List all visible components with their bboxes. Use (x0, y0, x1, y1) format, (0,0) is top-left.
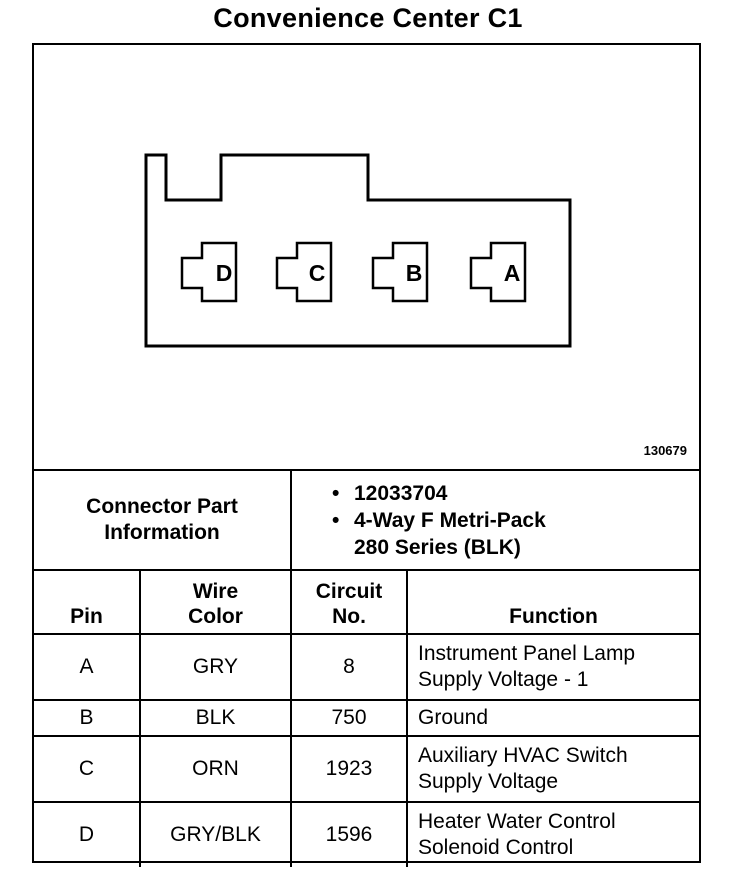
connector-sheet: D C B A 130679 Connector Part Informatio… (32, 43, 701, 867)
connector-info-values: •12033704 •4-Way F Metri-Pack 280 Series… (290, 469, 699, 571)
pin-cavity-c: C (275, 241, 333, 303)
pin-cavity-b: B (371, 241, 429, 303)
circuit-cell: 8 (290, 633, 408, 701)
pin-cell: D (34, 801, 141, 867)
function-cell: Ground (406, 699, 699, 737)
circuit-cell: 1596 (290, 801, 408, 867)
connector-info-label: Connector Part Information (34, 469, 292, 571)
figure-id: 130679 (643, 443, 687, 458)
connector-type: •4-Way F Metri-Pack (332, 508, 546, 532)
pin-cavity-a: A (469, 241, 527, 303)
connector-diagram: D C B A (144, 153, 572, 348)
part-number: •12033704 (332, 481, 448, 505)
connector-series: 280 Series (BLK) (354, 535, 521, 559)
wire-color-cell: GRY/BLK (139, 801, 292, 867)
table-row: B BLK 750 Ground (34, 699, 699, 737)
wire-color-cell: BLK (139, 699, 292, 737)
pin-label-c: C (309, 260, 326, 286)
function-header: Function (406, 569, 699, 635)
circuit-cell: 750 (290, 699, 408, 737)
page-title: Convenience Center C1 (213, 3, 523, 33)
pin-label-b: B (406, 260, 423, 286)
wire-color-cell: ORN (139, 735, 292, 803)
pin-header: Pin (34, 569, 141, 635)
pin-label-d: D (216, 260, 233, 286)
pin-cell: C (34, 735, 141, 803)
pinout-table: Connector Part Information •12033704 •4-… (34, 469, 699, 867)
pin-cell: A (34, 633, 141, 701)
pin-cavity-d: D (180, 241, 238, 303)
connector-info-row: Connector Part Information •12033704 •4-… (34, 469, 699, 571)
connector-housing-outline (144, 153, 572, 348)
pin-cell: B (34, 699, 141, 737)
wire-color-cell: GRY (139, 633, 292, 701)
pin-label-a: A (504, 260, 521, 286)
circuit-cell: 1923 (290, 735, 408, 803)
